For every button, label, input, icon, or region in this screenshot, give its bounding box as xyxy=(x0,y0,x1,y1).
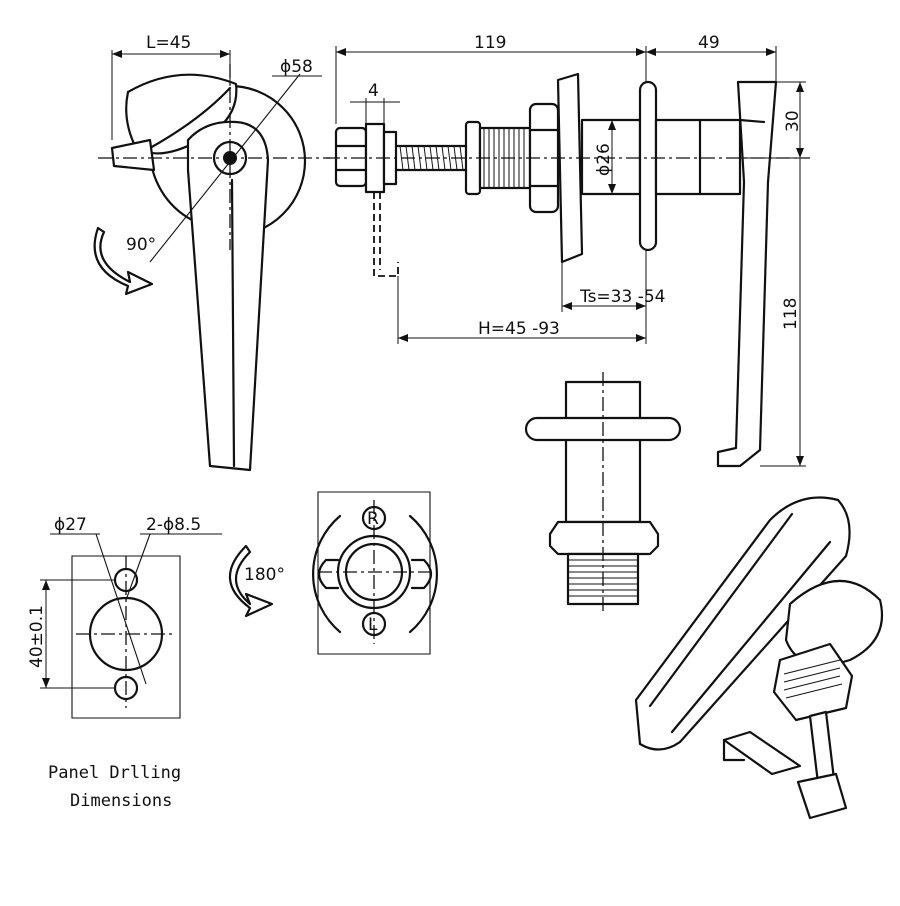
iso-end-nut xyxy=(796,772,848,820)
side-view: 119 49 4 30 118 ϕ26 Ts=33 -54 xyxy=(326,33,810,468)
marker-l-label: L xyxy=(368,615,378,635)
caption-line-2: Dimensions xyxy=(70,791,172,811)
handle-hub xyxy=(654,118,742,196)
rotate-90-arrow xyxy=(93,226,154,296)
cam-rotation-view: R L 180° xyxy=(228,491,438,655)
dim-phi26: ϕ26 xyxy=(594,143,614,176)
end-nut xyxy=(334,126,368,188)
dim-119: 119 xyxy=(474,33,506,53)
dim-h: H=45 -93 xyxy=(478,319,560,339)
handle-profile xyxy=(716,80,778,468)
gasket-washer xyxy=(638,80,658,252)
cam-arc-right xyxy=(408,514,438,634)
cam-hidden xyxy=(373,192,399,277)
dim-30: 30 xyxy=(783,110,803,132)
body-detail-view xyxy=(524,372,682,612)
rotate-180-label: 180° xyxy=(244,565,285,585)
latch-tongue xyxy=(110,138,156,172)
marker-r-label: R xyxy=(367,509,379,529)
panel-drilling-view: ϕ27 2-ϕ8.5 40±0.1 xyxy=(27,515,222,719)
front-view: L=45 ϕ58 90° xyxy=(93,33,330,472)
iso-handle xyxy=(634,496,851,751)
cam-arc-left xyxy=(312,514,342,634)
iso-cam xyxy=(722,730,802,776)
dim-118: 118 xyxy=(781,298,801,330)
dim-l45: L=45 xyxy=(146,33,191,53)
rotate-90-label: 90° xyxy=(126,235,156,255)
dim-40: 40±0.1 xyxy=(27,605,47,668)
dim-49: 49 xyxy=(698,33,720,53)
dim-phi58: ϕ58 xyxy=(280,57,313,77)
dim-phi27: ϕ27 xyxy=(54,515,87,535)
caption-line-1: Panel Drlling xyxy=(48,763,181,783)
isometric-view xyxy=(634,496,884,820)
dim-4: 4 xyxy=(368,81,379,101)
dim-ts: Ts=33 -54 xyxy=(579,287,665,307)
iso-nut xyxy=(772,642,854,722)
handle-body xyxy=(186,120,270,472)
rotate-180-arrow xyxy=(228,544,274,618)
body-cylinder xyxy=(580,118,642,196)
body-flange xyxy=(556,72,584,264)
dim-screw-holes: 2-ϕ8.5 xyxy=(146,515,201,535)
detail-nut xyxy=(548,520,660,556)
